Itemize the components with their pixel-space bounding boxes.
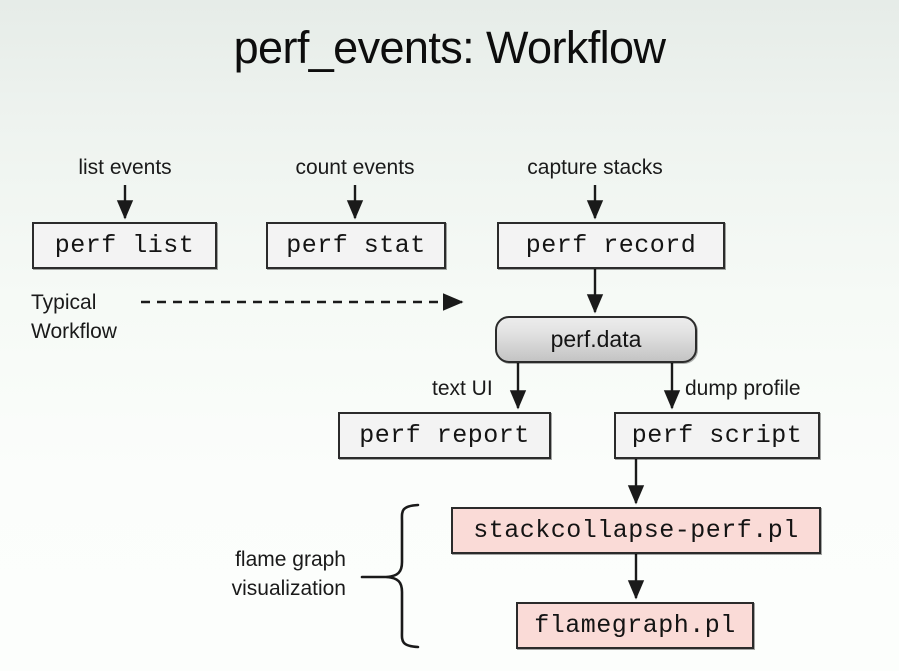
node-perf-report[interactable]: perf report xyxy=(338,412,551,459)
label-text-ui: text UI xyxy=(432,377,493,400)
label-count-events: count events xyxy=(295,156,415,179)
node-perf-script[interactable]: perf script xyxy=(614,412,820,459)
label-capture-stacks: capture stacks xyxy=(527,156,663,179)
node-flamegraph-pl[interactable]: flamegraph.pl xyxy=(516,602,754,649)
label-dump-profile: dump profile xyxy=(685,377,801,400)
page-title: perf_events: Workflow xyxy=(233,22,666,73)
flame-graph-group-brace xyxy=(385,503,420,649)
label-list-events: list events xyxy=(78,156,172,179)
node-perf-stat[interactable]: perf stat xyxy=(266,222,446,269)
label-typical-workflow-line1: Typical xyxy=(31,291,97,314)
node-perf-list[interactable]: perf list xyxy=(32,222,217,269)
node-perf-record[interactable]: perf record xyxy=(497,222,725,269)
node-perf-data[interactable]: perf.data xyxy=(495,316,697,363)
node-stackcollapse-perf-pl[interactable]: stackcollapse-perf.pl xyxy=(451,507,821,554)
label-flame-graph-line1: flame graph xyxy=(235,548,346,571)
label-typical-workflow-line2: Workflow xyxy=(31,320,117,343)
label-flame-graph-line2: visualization xyxy=(231,577,346,600)
